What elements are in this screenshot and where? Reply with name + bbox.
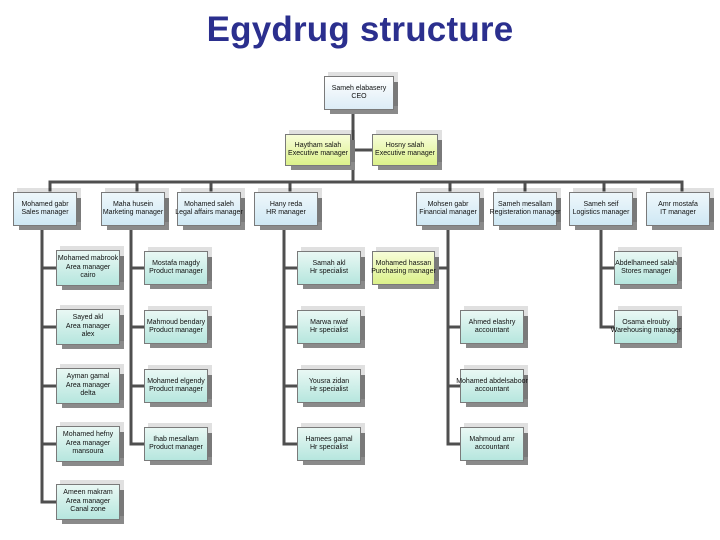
node-role: accountant [474, 444, 510, 451]
node-role: Purchasing manager [371, 268, 436, 275]
node-name: Mahmoud amr [469, 435, 515, 443]
node-location: delta [80, 390, 96, 398]
node-name: Osama elrouby [622, 318, 670, 326]
node-role: Hr specialist [309, 268, 349, 275]
node-name: Haytham salah [294, 141, 342, 149]
node-name: Ameen makram [63, 489, 113, 497]
node-name: Ayman gamal [66, 373, 110, 381]
node-role: Area manager [65, 322, 111, 330]
node-name: Ahmed elashry [468, 318, 516, 326]
hr-specialist-box: Marwa nwaf Hr specialist [297, 310, 361, 344]
manager-box-registration: Sameh mesallam Registeration manager [490, 192, 560, 226]
node-role: Executive manager [375, 150, 435, 157]
manager-box-hr: Hany reda HR manager [254, 192, 318, 226]
manager-box-it: Amr mostafa IT manager [646, 192, 710, 226]
node-role: Warehousing manager [610, 327, 682, 334]
manager-box-legal: Mohamed saleh Legal affairs manager [175, 192, 243, 226]
node-role: Logistics manager [572, 209, 630, 216]
node-role: Hr specialist [309, 386, 349, 393]
node-role: Product manager [149, 268, 203, 275]
manager-box-logistics: Sameh seif Logistics manager [569, 192, 633, 226]
product-manager-box: Ihab mesallam Product manager [144, 427, 208, 461]
node-role: Area manager [65, 381, 111, 389]
node-name: Sayed akl [72, 314, 104, 322]
node-role: Product manager [149, 386, 203, 393]
node-name: Mohamed elgendy [147, 377, 205, 385]
node-role: Registeration manager [489, 209, 561, 216]
node-name: Mohamed abdelsaboor [456, 377, 528, 385]
hr-specialist-box: Yousra zidan Hr specialist [297, 369, 361, 403]
product-manager-box: Mohamed elgendy Product manager [144, 369, 208, 403]
node-role: Marketing manager [102, 209, 164, 216]
node-role: Product manager [149, 444, 203, 451]
manager-box-financial: Mohsen gabr Financial manager [416, 192, 480, 226]
page-title: Egydrug structure [206, 10, 514, 49]
node-role: Hr specialist [309, 327, 349, 334]
node-name: Mohamed saleh [184, 200, 234, 208]
ceo-name: Sameh elabasery [331, 84, 387, 92]
area-manager-box: Mohamed hefny Area manager mansoura [56, 426, 120, 462]
node-name: Amr mostafa [658, 200, 698, 208]
executive-manager-box: Hosny salah Executive manager [372, 134, 438, 166]
accountant-box: Mahmoud amr accountant [460, 427, 524, 461]
executive-manager-box: Haytham salah Executive manager [285, 134, 351, 166]
stores-manager-box: Abdelhameed salah Stores manager [614, 251, 678, 285]
node-role: Sales manager [21, 209, 69, 216]
area-manager-box: Ayman gamal Area manager delta [56, 368, 120, 404]
ceo-box: Sameh elabasery CEO [324, 76, 394, 110]
node-role: accountant [474, 386, 510, 393]
node-location: mansoura [72, 448, 104, 456]
node-role: Legal affairs manager [175, 209, 243, 216]
node-name: Maha husein [112, 200, 154, 208]
node-role: Financial manager [419, 209, 477, 216]
area-manager-box: Sayed akl Area manager alex [56, 309, 120, 345]
node-role: accountant [474, 327, 510, 334]
node-role: Area manager [65, 263, 111, 271]
node-name: Sameh seif [583, 200, 619, 208]
node-name: Ihab mesallam [153, 435, 199, 443]
node-name: Mahmoud bendary [146, 318, 206, 326]
node-role: Area manager [65, 439, 111, 447]
hr-specialist-box: Samah akl Hr specialist [297, 251, 361, 285]
product-manager-box: Mahmoud bendary Product manager [144, 310, 208, 344]
manager-box-sales: Mohamed gabr Sales manager [13, 192, 77, 226]
node-name: Mostafa magdy [152, 259, 200, 267]
manager-box-marketing: Maha husein Marketing manager [101, 192, 165, 226]
node-name: Mohamed gabr [21, 200, 69, 208]
node-name: Marwa nwaf [310, 318, 348, 326]
node-name: Mohamed mabrook [57, 255, 119, 263]
node-name: Yousra zidan [308, 377, 350, 385]
node-name: Samah akl [312, 259, 346, 267]
node-role: Stores manager [621, 268, 671, 275]
area-manager-box: Ameen makram Area manager Canal zone [56, 484, 120, 520]
node-role: IT manager [660, 209, 696, 216]
node-role: Area manager [65, 497, 111, 505]
node-name: Mohsen gabr [427, 200, 469, 208]
node-location: cairo [80, 272, 96, 280]
purchasing-manager-box: Mohamed hassan Purchasing manager [371, 251, 436, 285]
node-role: HR manager [266, 209, 306, 216]
warehousing-manager-box: Osama elrouby Warehousing manager [611, 310, 681, 344]
product-manager-box: Mostafa magdy Product manager [144, 251, 208, 285]
node-name: Mohamed hefny [62, 431, 114, 439]
node-role: Hr specialist [309, 444, 349, 451]
node-name: Mohamed hassan [375, 259, 432, 267]
ceo-role: CEO [351, 93, 367, 100]
node-name: Hosny salah [385, 141, 425, 149]
accountant-box: Ahmed elashry accountant [460, 310, 524, 344]
node-name: Hamees gamal [305, 435, 353, 443]
node-role: Executive manager [288, 150, 348, 157]
hr-specialist-box: Hamees gamal Hr specialist [297, 427, 361, 461]
node-location: Canal zone [70, 506, 106, 514]
node-name: Hany reda [269, 200, 303, 208]
node-name: Sameh mesallam [497, 200, 553, 208]
area-manager-box: Mohamed mabrook Area manager cairo [56, 250, 120, 286]
node-name: Abdelhameed salah [615, 259, 677, 267]
accountant-box: Mohamed abdelsaboor accountant [456, 369, 528, 403]
node-location: alex [81, 331, 95, 339]
node-role: Product manager [149, 327, 203, 334]
